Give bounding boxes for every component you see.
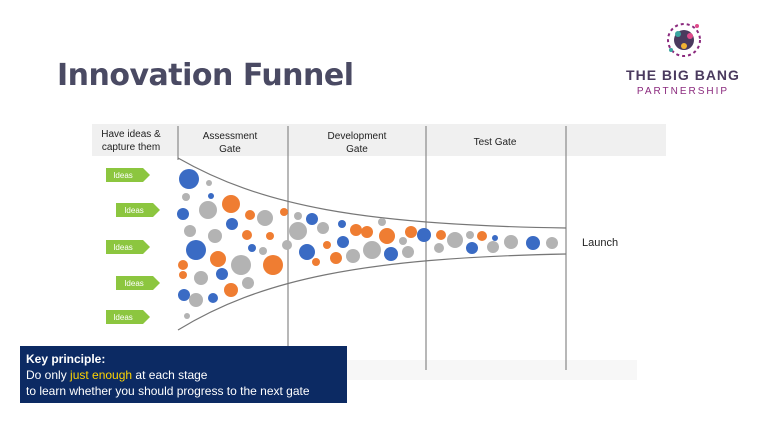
idea-bubble: [257, 210, 273, 226]
idea-bubbles: [177, 169, 558, 319]
ideas-arrow: Ideas: [106, 168, 150, 182]
idea-bubble: [299, 244, 315, 260]
idea-bubble: [184, 225, 196, 237]
idea-bubble: [194, 271, 208, 285]
idea-bubble: [436, 230, 446, 240]
idea-bubble: [447, 232, 463, 248]
ideas-arrow-label: Ideas: [113, 171, 133, 180]
idea-bubble: [259, 247, 267, 255]
idea-bubble: [350, 224, 362, 236]
header-ideas-line2: capture them: [102, 142, 160, 153]
idea-bubble: [189, 293, 203, 307]
header-assessment-line1: Assessment: [203, 131, 258, 142]
ideas-arrow: Ideas: [106, 240, 150, 254]
idea-bubble: [363, 241, 381, 259]
header-band: [92, 124, 666, 156]
idea-bubble: [179, 271, 187, 279]
idea-bubble: [177, 208, 189, 220]
header-assessment-line2: Gate: [219, 144, 241, 155]
key-principle-text: Do only: [26, 368, 71, 382]
idea-bubble: [216, 268, 228, 280]
ideas-arrow: Ideas: [116, 276, 160, 290]
ideas-arrow-label: Ideas: [113, 243, 133, 252]
idea-bubble: [361, 226, 373, 238]
logo-burst-icon: [667, 23, 701, 57]
idea-bubble: [399, 237, 407, 245]
idea-bubble: [266, 232, 274, 240]
idea-bubble: [379, 228, 395, 244]
idea-bubble: [282, 240, 292, 250]
idea-bubble: [337, 236, 349, 248]
idea-bubble: [323, 241, 331, 249]
key-principle-text: at each stage: [132, 368, 208, 382]
idea-bubble: [487, 241, 499, 253]
idea-bubble: [182, 193, 190, 201]
key-principle-highlight: just enough: [70, 368, 133, 382]
idea-bubble: [492, 235, 498, 241]
launch-label: Launch: [582, 237, 618, 249]
idea-bubble: [242, 277, 254, 289]
idea-bubble: [208, 193, 214, 199]
idea-bubble: [178, 289, 190, 301]
idea-bubble: [242, 230, 252, 240]
idea-bubble: [245, 210, 255, 220]
idea-bubble: [206, 180, 212, 186]
funnel-top-curve: [177, 157, 567, 229]
idea-bubble: [504, 235, 518, 249]
idea-bubble: [330, 252, 342, 264]
idea-bubble: [280, 208, 288, 216]
idea-bubble: [226, 218, 238, 230]
idea-bubble: [466, 242, 478, 254]
logo-text-line1: THE BIG BANG: [626, 67, 740, 83]
key-principle-box: Key principle: Do only just enough at ea…: [20, 346, 347, 403]
idea-bubble: [208, 229, 222, 243]
idea-bubble: [378, 218, 386, 226]
header-test-gate: Test Gate: [474, 137, 517, 148]
slide-title: Innovation Funnel: [57, 58, 354, 93]
idea-bubble: [434, 243, 444, 253]
idea-bubble: [179, 169, 199, 189]
idea-bubble: [466, 231, 474, 239]
idea-bubble: [294, 212, 302, 220]
idea-bubble: [405, 226, 417, 238]
ideas-arrow: Ideas: [106, 310, 150, 324]
idea-bubble: [317, 222, 329, 234]
idea-bubble: [346, 249, 360, 263]
idea-bubble: [222, 195, 240, 213]
idea-bubble: [184, 313, 190, 319]
idea-bubble: [248, 244, 256, 252]
idea-bubble: [402, 246, 414, 258]
idea-bubble: [526, 236, 540, 250]
idea-bubble: [199, 201, 217, 219]
ideas-arrow-label: Ideas: [124, 279, 144, 288]
idea-bubble: [210, 251, 226, 267]
header-development-line2: Gate: [346, 144, 368, 155]
idea-bubble: [384, 247, 398, 261]
logo-text-line2: PARTNERSHIP: [636, 86, 730, 97]
idea-bubble: [208, 293, 218, 303]
ideas-arrow: Ideas: [116, 203, 160, 217]
header-development-line1: Development: [328, 131, 387, 142]
idea-bubble: [338, 220, 346, 228]
idea-bubble: [546, 237, 558, 249]
idea-bubble: [289, 222, 307, 240]
header-ideas-line1: Have ideas &: [101, 129, 161, 140]
idea-bubble: [231, 255, 251, 275]
idea-bubble: [477, 231, 487, 241]
idea-bubble: [312, 258, 320, 266]
key-principle-heading: Key principle:: [26, 352, 106, 366]
idea-bubble: [186, 240, 206, 260]
company-logo: THE BIG BANG PARTNERSHIP: [618, 20, 748, 100]
idea-bubble: [417, 228, 431, 242]
ideas-arrow-label: Ideas: [113, 313, 133, 322]
key-principle-line1: Do only just enough at each stage: [26, 367, 341, 383]
idea-bubble: [263, 255, 283, 275]
funnel-bottom-curve: [177, 253, 567, 331]
ideas-arrow-label: Ideas: [124, 206, 144, 215]
idea-bubble: [224, 283, 238, 297]
idea-bubble: [178, 260, 188, 270]
key-principle-line2: to learn whether you should progress to …: [26, 384, 310, 398]
idea-bubble: [306, 213, 318, 225]
